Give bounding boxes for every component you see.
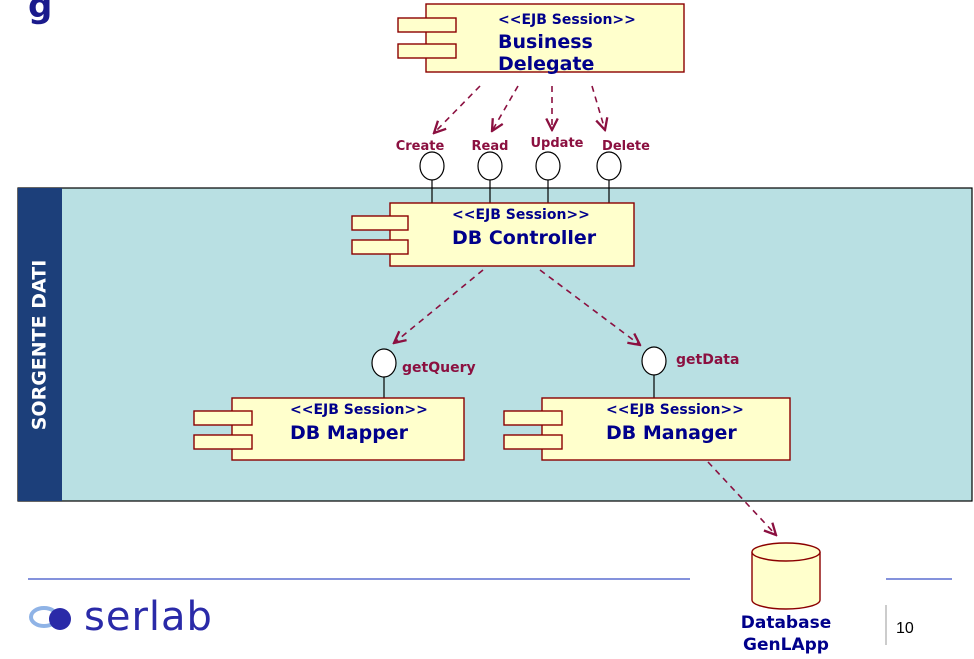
db-mapper-component: <<EJB Session>> DB Mapper <box>193 397 465 461</box>
component-port-icon <box>397 17 457 33</box>
arrow-read <box>492 85 519 131</box>
component-port-icon <box>503 410 563 426</box>
db-controller-name: DB Controller <box>452 227 597 249</box>
database-icon <box>751 542 821 610</box>
business-delegate-component: <<EJB Session>> Business Delegate <box>397 3 685 75</box>
component-port-icon <box>351 239 409 255</box>
side-bar <box>18 188 62 501</box>
db-manager-component: <<EJB Session>> DB Manager <box>503 397 791 461</box>
db-manager-name: DB Manager <box>606 422 737 444</box>
getquery-label: getQuery <box>402 360 476 376</box>
dependency-arrows <box>394 85 776 535</box>
business-delegate-name-line2: Delegate <box>498 53 594 75</box>
business-delegate-name-line1: Business <box>498 31 593 53</box>
component-port-icon <box>193 434 253 450</box>
update-interface-icon <box>535 151 561 181</box>
controller-interfaces <box>419 151 622 203</box>
db-manager-stereotype: <<EJB Session>> <box>606 402 744 418</box>
create-label: Create <box>396 139 445 154</box>
delete-interface-icon <box>596 151 622 181</box>
logo-mark-icon <box>29 606 71 630</box>
slide-title-fragment: g <box>28 0 53 26</box>
database-name-line2: GenLApp <box>743 635 829 655</box>
db-mapper-stereotype: <<EJB Session>> <box>290 402 428 418</box>
arrow-create <box>434 85 481 133</box>
business-delegate-stereotype: <<EJB Session>> <box>498 12 636 28</box>
create-interface-icon <box>419 151 445 181</box>
arrow-getquery <box>394 269 484 343</box>
read-interface-icon <box>477 151 503 181</box>
database-name-line1: Database <box>741 613 831 633</box>
component-port-icon <box>193 410 253 426</box>
footer-lines <box>28 578 952 645</box>
update-label: Update <box>531 136 584 151</box>
component-port-icon <box>397 43 457 59</box>
arrow-delete <box>591 85 605 130</box>
arrow-database <box>707 461 776 535</box>
db-controller-component: <<EJB Session>> DB Controller <box>351 202 635 267</box>
page-number: 10 <box>896 620 914 637</box>
getdata-interface-icon <box>641 346 667 376</box>
side-label: SORGENTE DATI <box>29 260 51 431</box>
db-mapper-name: DB Mapper <box>290 422 409 444</box>
delete-label: Delete <box>602 139 650 154</box>
read-label: Read <box>472 139 509 154</box>
component-port-icon <box>351 215 409 231</box>
logo-text: serlab <box>84 594 213 640</box>
getquery-interface-icon <box>371 348 397 378</box>
getdata-label: getData <box>676 352 739 368</box>
serlab-logo: serlab <box>28 592 213 642</box>
arrow-getdata <box>539 269 640 345</box>
mapper-manager-interfaces <box>371 346 667 398</box>
component-port-icon <box>503 434 563 450</box>
db-controller-stereotype: <<EJB Session>> <box>452 207 590 223</box>
